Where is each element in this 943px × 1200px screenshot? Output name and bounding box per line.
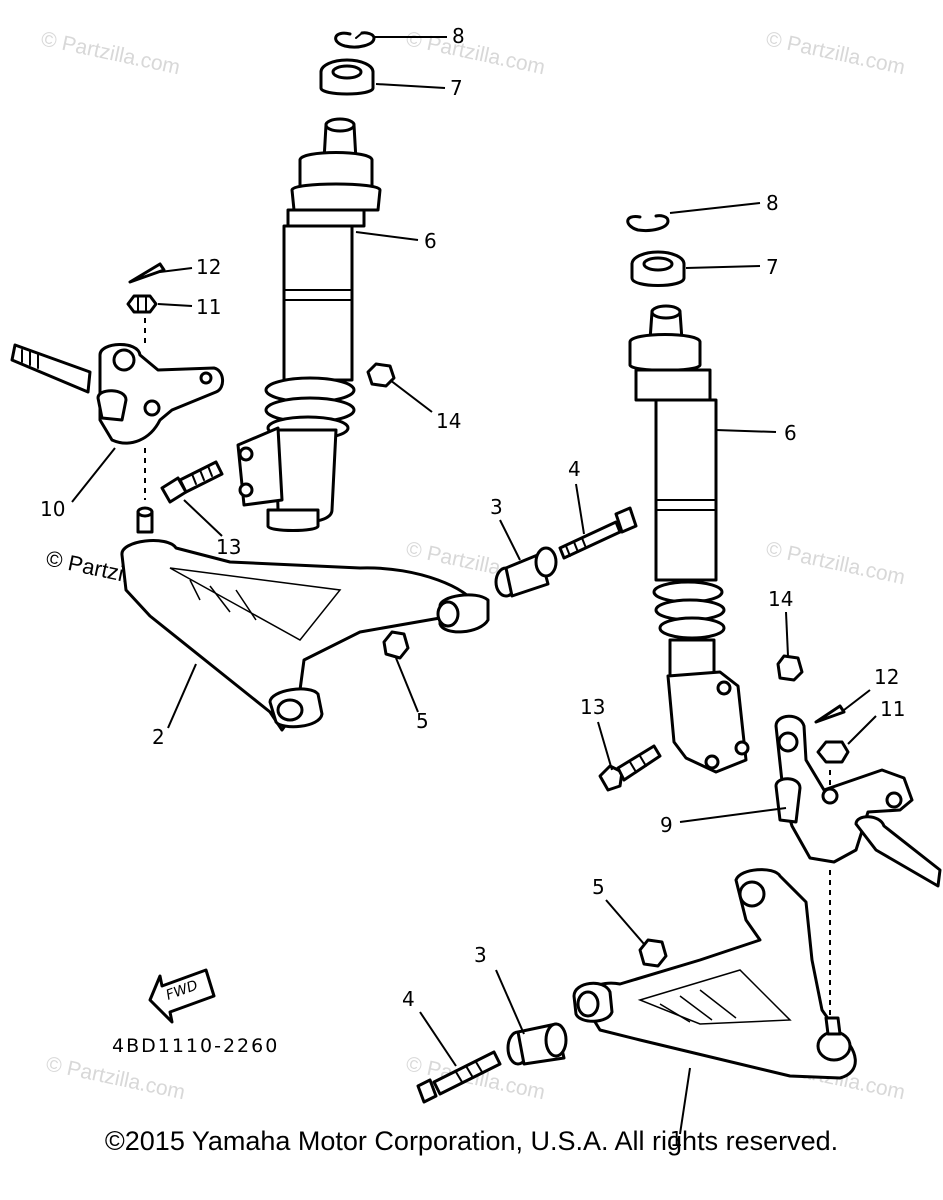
castle-nut-11-left[interactable]	[126, 294, 158, 314]
callout-7: 7	[766, 255, 779, 279]
callout-6: 6	[784, 421, 797, 445]
copyright-notice: ©2015 Yamaha Motor Corporation, U.S.A. A…	[104, 1126, 839, 1156]
shock-absorber-6-left[interactable]	[236, 117, 382, 532]
shock-absorber-6-right[interactable]	[628, 304, 750, 774]
callout-numbers: 8 7 6 12 11 14 10 13 2 5 3 4 8 7 6 14 13…	[40, 24, 905, 1151]
callout-5: 5	[416, 709, 429, 733]
callout-13: 13	[580, 695, 605, 719]
callout-12: 12	[196, 255, 221, 279]
lower-arm-2-left[interactable]	[120, 506, 490, 732]
callout-11: 11	[196, 295, 221, 319]
bolt-13-right[interactable]	[598, 744, 662, 792]
locknut-7-right[interactable]	[630, 250, 686, 287]
watermark: © Partzilla.com	[404, 27, 547, 79]
callout-5: 5	[592, 875, 605, 899]
callout-13: 13	[216, 535, 241, 559]
callout-9: 9	[660, 813, 673, 837]
circlip-8-right[interactable]	[626, 214, 670, 232]
forward-direction-arrow: FWD	[148, 968, 216, 1024]
drawing-code: 4BD1110-2260	[112, 1035, 279, 1057]
locknut-7-left[interactable]	[319, 58, 375, 96]
callout-7: 7	[450, 76, 463, 100]
watermark: © Partzilla.com	[764, 537, 907, 589]
nut-14-right[interactable]	[776, 654, 804, 682]
callout-3: 3	[490, 495, 503, 519]
callout-10: 10	[40, 497, 65, 521]
knuckle-10-left[interactable]	[10, 343, 224, 445]
bushing-3-right[interactable]	[506, 1022, 568, 1066]
bolt-4-right[interactable]	[416, 1050, 502, 1104]
watermark: © Partzilla.com	[39, 27, 182, 79]
leader-lines	[71, 36, 877, 1135]
callout-8: 8	[452, 24, 465, 48]
cotter-pin-12-left[interactable]	[128, 262, 166, 284]
callout-4: 4	[568, 457, 581, 481]
nut-5-left[interactable]	[382, 630, 410, 660]
callout-1: 1	[670, 1127, 683, 1151]
bolt-4-left[interactable]	[558, 506, 638, 560]
circlip-8-left[interactable]	[334, 31, 376, 49]
bushing-3-left[interactable]	[494, 546, 558, 598]
callout-4: 4	[402, 987, 415, 1011]
callout-14: 14	[768, 587, 793, 611]
castle-nut-11-right[interactable]	[816, 740, 850, 764]
callout-12: 12	[874, 665, 899, 689]
callout-6: 6	[424, 229, 437, 253]
callout-2: 2	[152, 725, 165, 749]
nut-5-right[interactable]	[638, 938, 668, 968]
knuckle-9-right[interactable]	[774, 714, 942, 888]
bolt-13-left[interactable]	[160, 460, 224, 504]
callout-3: 3	[474, 943, 487, 967]
lower-arm-1-right[interactable]	[572, 868, 857, 1080]
callout-14: 14	[436, 409, 461, 433]
callout-8: 8	[766, 191, 779, 215]
nut-14-left[interactable]	[366, 362, 396, 388]
watermark: © Partzilla.com	[44, 1052, 187, 1104]
cotter-pin-12-right[interactable]	[814, 704, 846, 724]
watermark: © Partzilla.com	[764, 27, 907, 79]
callout-11: 11	[880, 697, 905, 721]
